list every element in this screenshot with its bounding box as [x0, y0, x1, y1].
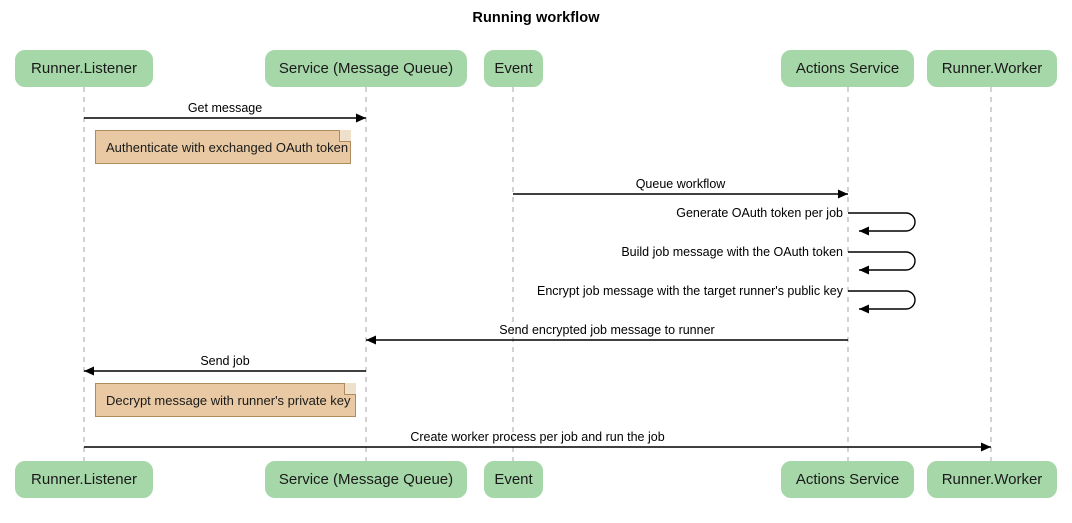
- note-fold-corner-icon: [339, 130, 351, 142]
- participant-label: Service (Message Queue): [278, 471, 454, 488]
- message-arrow-generate-oauth-token-per-job: [848, 212, 916, 236]
- participant-runner-listener-bottom[interactable]: Runner.Listener: [15, 461, 153, 498]
- message-arrow-encrypt-job-message-with-the-target-runners-public-key: [848, 290, 916, 314]
- participant-event-top[interactable]: Event: [484, 50, 543, 87]
- message-label-queue-workflow: Queue workflow: [635, 177, 726, 191]
- participant-label: Event: [494, 60, 533, 77]
- message-label-build-job-message-with-the-oauth-token: Build job message with the OAuth token: [621, 245, 843, 259]
- note-label: Authenticate with exchanged OAuth token: [106, 139, 349, 155]
- participant-runner-worker-bottom[interactable]: Runner.Worker: [927, 461, 1057, 498]
- participant-label: Service (Message Queue): [278, 60, 454, 77]
- message-label-encrypt-job-message-with-the-target-runners-public-key: Encrypt job message with the target runn…: [536, 284, 843, 298]
- participant-runner-listener-top[interactable]: Runner.Listener: [15, 50, 153, 87]
- message-label-send-job: Send job: [200, 354, 250, 368]
- participant-label: Runner.Listener: [31, 471, 137, 488]
- participant-label: Runner.Listener: [31, 60, 137, 77]
- participant-label: Actions Service: [795, 60, 900, 77]
- participant-label: Runner.Worker: [941, 471, 1043, 488]
- page-title: Running workflow: [472, 10, 600, 26]
- participant-label: Event: [494, 471, 533, 488]
- note-authenticate-with-exchanged-oauth-token: Authenticate with exchanged OAuth token: [95, 130, 351, 164]
- participant-service-message-queue-top[interactable]: Service (Message Queue): [265, 50, 467, 87]
- lifelines-group: [83, 87, 992, 461]
- arrows-group: [84, 113, 991, 452]
- participant-label: Runner.Worker: [941, 60, 1043, 77]
- message-arrow-build-job-message-with-the-oauth-token: [848, 251, 916, 275]
- message-label-send-encrypted-job-message-to-runner: Send encrypted job message to runner: [499, 323, 715, 337]
- participant-label: Actions Service: [795, 471, 900, 488]
- message-label-get-message: Get message: [187, 101, 263, 115]
- participant-actions-service-top[interactable]: Actions Service: [781, 50, 914, 87]
- participant-runner-worker-top[interactable]: Runner.Worker: [927, 50, 1057, 87]
- note-decrypt-message-with-runners-private-key: Decrypt message with runner's private ke…: [95, 383, 356, 417]
- participant-event-bottom[interactable]: Event: [484, 461, 543, 498]
- message-label-generate-oauth-token-per-job: Generate OAuth token per job: [676, 206, 843, 220]
- note-label: Decrypt message with runner's private ke…: [106, 392, 351, 408]
- message-label-create-worker-process-per-job-and-run-the-job: Create worker process per job and run th…: [410, 430, 665, 444]
- note-fold-corner-icon: [344, 383, 356, 395]
- participant-service-message-queue-bottom[interactable]: Service (Message Queue): [265, 461, 467, 498]
- participant-actions-service-bottom[interactable]: Actions Service: [781, 461, 914, 498]
